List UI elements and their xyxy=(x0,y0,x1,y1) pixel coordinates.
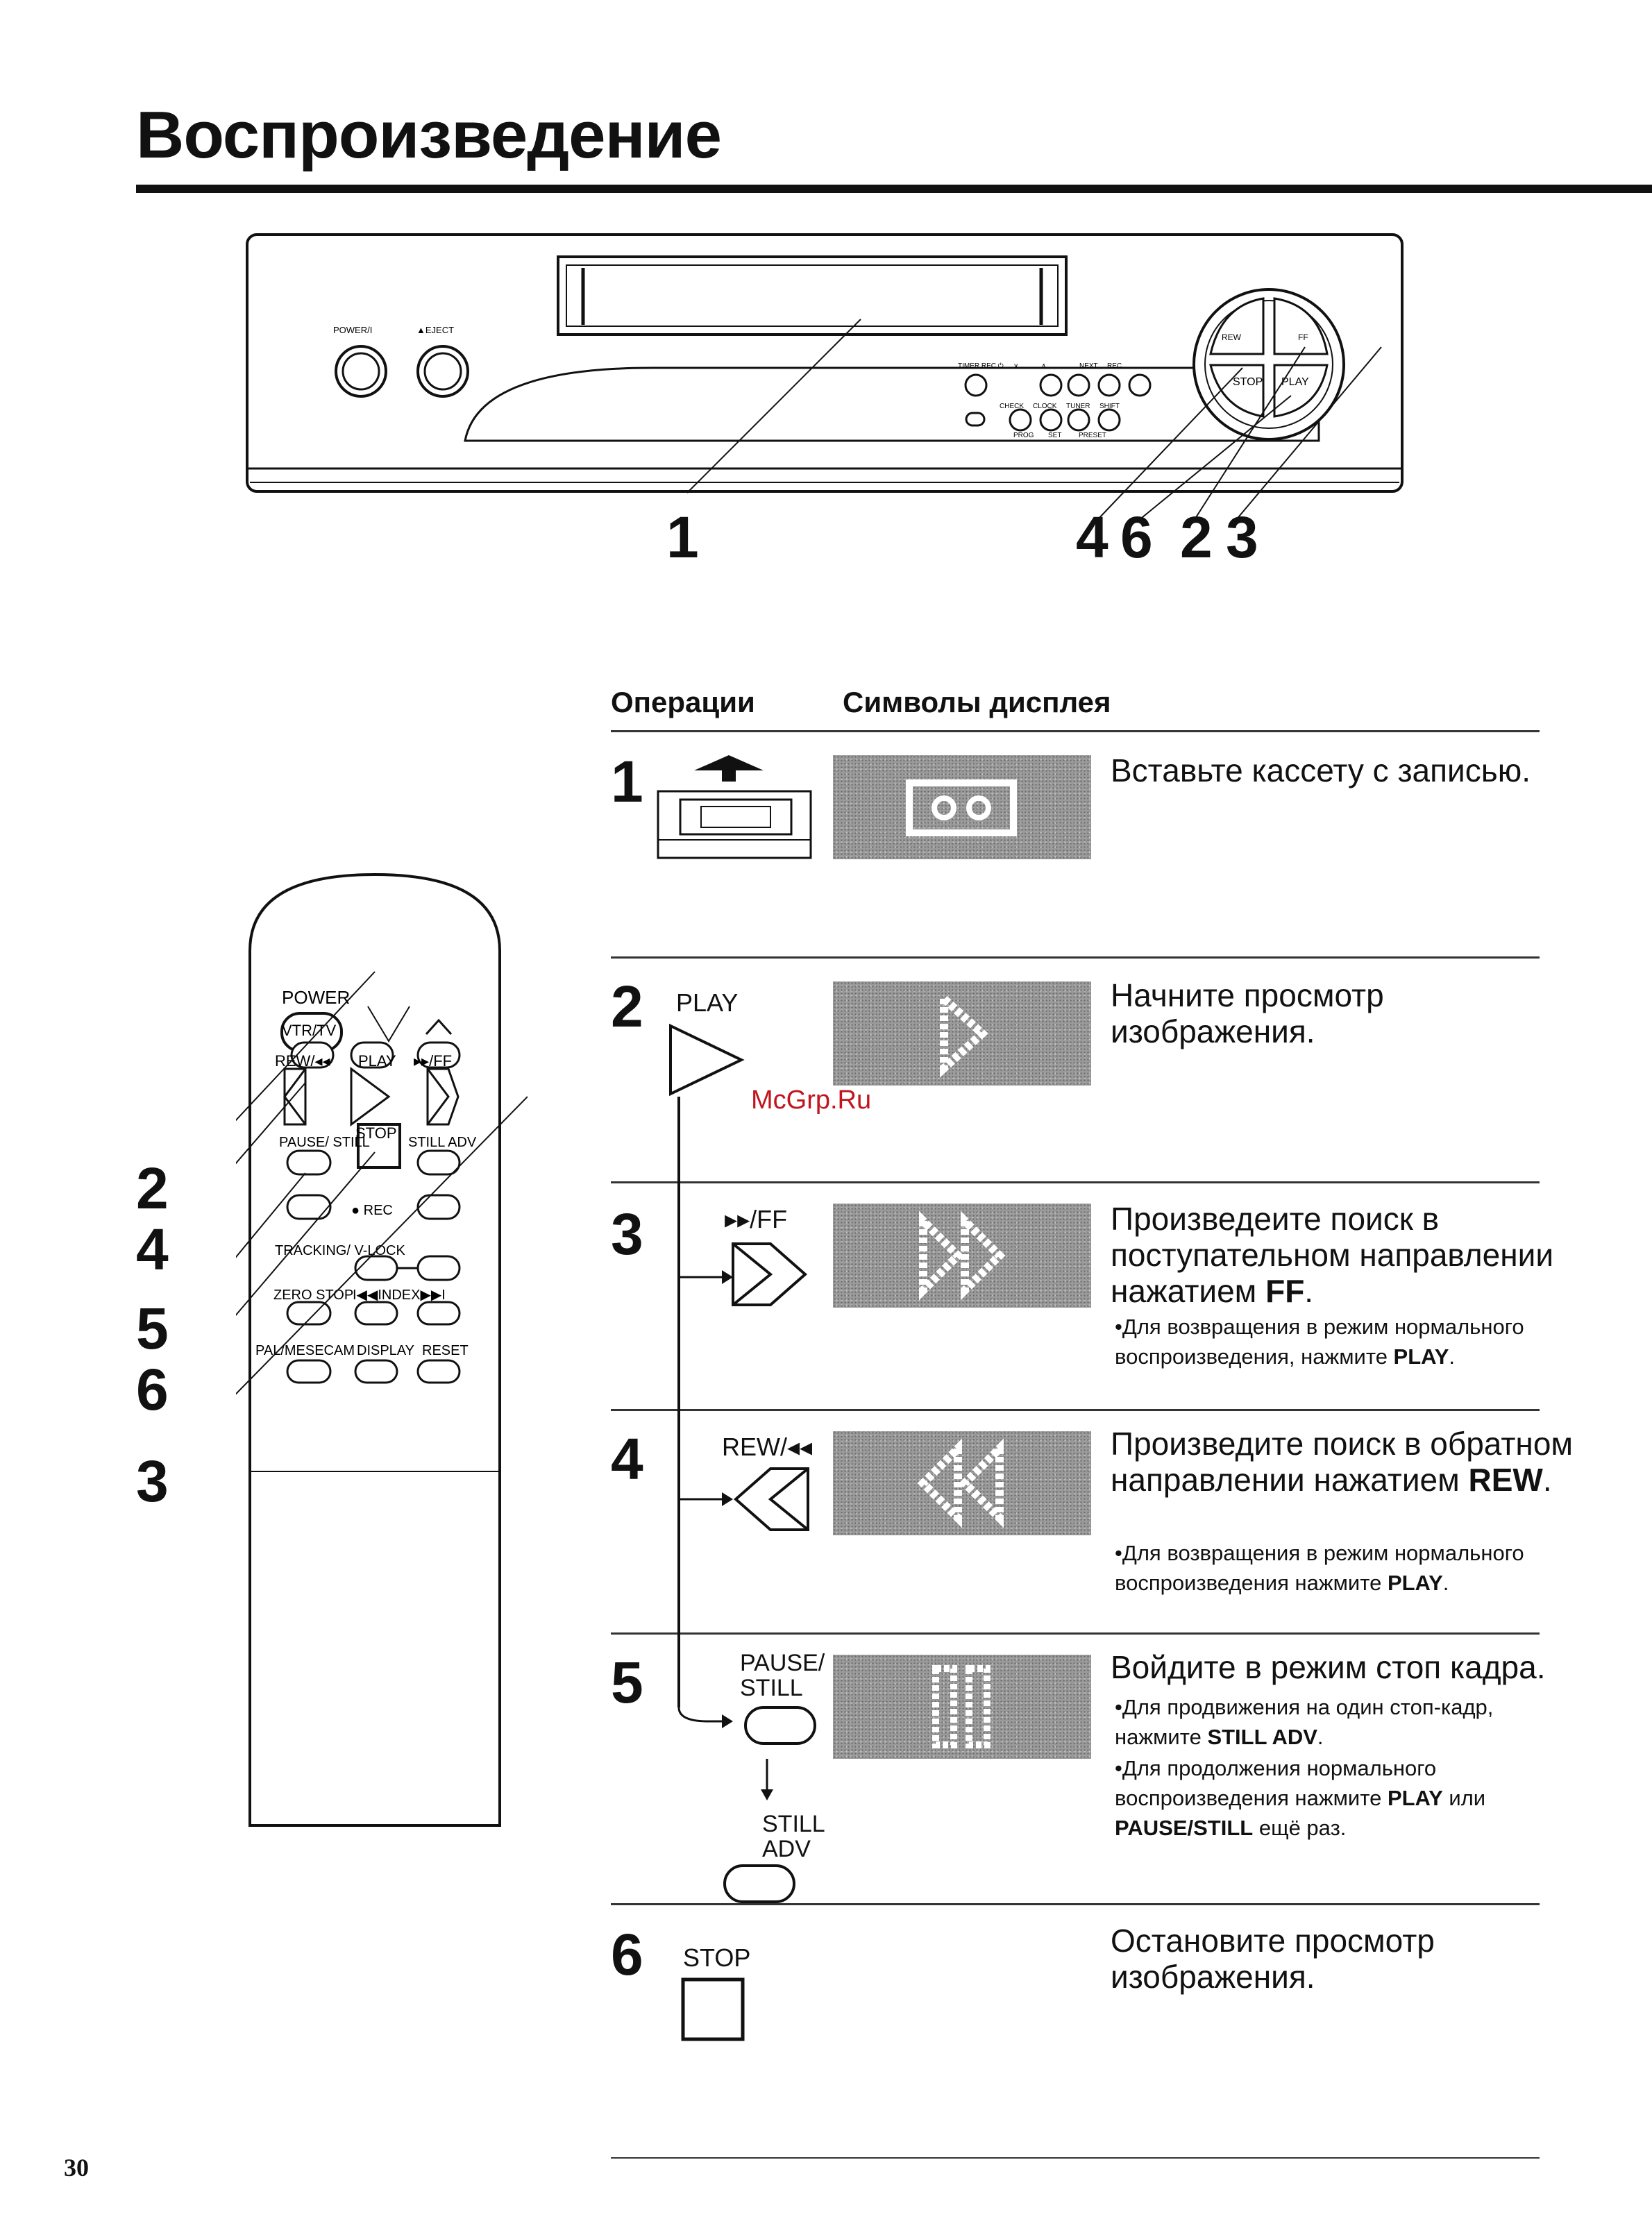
svg-text:REW: REW xyxy=(1222,332,1242,342)
svg-text:PLAY: PLAY xyxy=(358,1052,396,1070)
insert-cassette-icon xyxy=(657,755,812,859)
step-description: Произведеите поиск в поступательном напр… xyxy=(1111,1201,1554,1309)
step-note: •Для продвижения на один стоп-кадр, нажм… xyxy=(1115,1695,1494,1749)
flow-arrow xyxy=(677,1097,733,1728)
remote-callout-5: 5 xyxy=(136,1296,169,1361)
remote-callout-4: 4 xyxy=(136,1217,169,1282)
title-rule xyxy=(136,185,1652,193)
table-separator xyxy=(611,956,1540,959)
page-number: 30 xyxy=(64,2154,89,2181)
svg-text:FF: FF xyxy=(1298,332,1308,342)
vcr-front-panel: POWER/I ▲EJECT TIMER REC ⏻ ∨ ∧ NEXT REC … xyxy=(246,233,1404,521)
svg-text:TIMER REC ⏻: TIMER REC ⏻ xyxy=(958,362,1004,370)
step-description: Произведите поиск в обратном направлении… xyxy=(1111,1426,1574,1498)
table-separator xyxy=(611,730,1540,732)
svg-text:RESET: RESET xyxy=(422,1343,469,1358)
step-number: 1 xyxy=(611,749,643,814)
svg-text:PAUSE/ STILL: PAUSE/ STILL xyxy=(279,1135,370,1150)
svg-text:STILL ADV: STILL ADV xyxy=(408,1135,477,1150)
step-number: 6 xyxy=(611,1922,643,1987)
stop-button-label: STOP xyxy=(683,1943,751,1972)
vcr-callout-4: 4 xyxy=(1076,505,1109,570)
svg-text:PAL/MESECAM: PAL/MESECAM xyxy=(255,1343,355,1358)
step-note: •Для продолжения нормального воспроизвед… xyxy=(1115,1756,1486,1840)
header-operations: Операции xyxy=(611,686,755,718)
remote-callout-3: 3 xyxy=(136,1449,169,1514)
step-description: Остановите просмотр изображения. xyxy=(1111,1923,1435,1995)
table-separator xyxy=(611,1903,1540,1905)
svg-text:VTR/TV: VTR/TV xyxy=(282,1022,337,1039)
step-number: 5 xyxy=(611,1650,643,1715)
ff-button-label: ▸▸/FF xyxy=(725,1205,788,1233)
table-separator xyxy=(611,2157,1540,2159)
play-button-icon xyxy=(669,1023,745,1097)
svg-text:ZERO STOP: ZERO STOP xyxy=(273,1288,353,1303)
step-description: Войдите в режим стоп кадра. xyxy=(1111,1649,1546,1685)
ff-button-icon xyxy=(732,1242,808,1306)
svg-text:STOP: STOP xyxy=(355,1124,397,1142)
svg-text:● REC: ● REC xyxy=(351,1203,393,1218)
pause-still-button-icon xyxy=(744,1706,816,1745)
display-rew-symbol xyxy=(833,1431,1091,1535)
svg-text:POWER: POWER xyxy=(282,987,350,1008)
watermark: McGrp.Ru xyxy=(751,1086,872,1115)
table-separator xyxy=(611,1632,1540,1635)
svg-text:STOP: STOP xyxy=(1233,376,1263,388)
remote-callout-6: 6 xyxy=(136,1357,169,1422)
svg-text:DISPLAY: DISPLAY xyxy=(357,1343,414,1358)
svg-text:SET: SET xyxy=(1048,432,1061,439)
vcr-callout-2: 2 xyxy=(1180,505,1213,570)
down-arrow-icon xyxy=(761,1759,773,1800)
step-description: Вставьте кассету с записью. xyxy=(1111,752,1531,788)
step-note: •Для возвращения в режим нормального вос… xyxy=(1115,1541,1524,1595)
display-cassette-symbol xyxy=(833,755,1091,859)
pause-still-button-label: PAUSE/ STILL xyxy=(740,1650,825,1701)
svg-text:TUNER: TUNER xyxy=(1066,403,1090,410)
svg-text:▸▸/FF: ▸▸/FF xyxy=(414,1052,452,1070)
stop-button-icon xyxy=(681,1977,745,2041)
header-display-symbols: Символы дисплея xyxy=(843,686,1111,718)
svg-text:I◀◀INDEX▶▶I: I◀◀INDEX▶▶I xyxy=(353,1288,446,1303)
still-adv-button-label: STILL ADV xyxy=(762,1811,825,1862)
display-pause-symbol xyxy=(833,1655,1091,1759)
remote-control: POWER VTR/TV REW/◂◂ PLAY ▸▸/FF PAUSE/ ST… xyxy=(236,872,528,1827)
svg-text:NEXT: NEXT xyxy=(1079,362,1098,370)
remote-callout-2: 2 xyxy=(136,1156,169,1221)
svg-text:CLOCK: CLOCK xyxy=(1033,403,1057,410)
eject-label: ▲EJECT xyxy=(416,325,454,335)
svg-text:∧: ∧ xyxy=(1041,362,1046,370)
rew-button-icon xyxy=(733,1467,809,1531)
svg-text:PRESET: PRESET xyxy=(1079,432,1106,439)
play-button-label: PLAY xyxy=(676,988,739,1017)
vcr-callout-1: 1 xyxy=(666,505,699,570)
rew-button-label: REW/◂◂ xyxy=(722,1433,813,1461)
vcr-callout-6: 6 xyxy=(1120,505,1153,570)
svg-text:CHECK: CHECK xyxy=(1000,403,1024,410)
svg-text:REW/◂◂: REW/◂◂ xyxy=(275,1052,330,1070)
step-number: 3 xyxy=(611,1201,643,1267)
table-separator xyxy=(611,1181,1540,1183)
svg-text:∨: ∨ xyxy=(1013,362,1018,370)
svg-text:SHIFT: SHIFT xyxy=(1099,403,1120,410)
vcr-callout-3: 3 xyxy=(1226,505,1258,570)
page-title: Воспроизведение xyxy=(136,98,722,172)
svg-text:REC: REC xyxy=(1107,362,1122,370)
power-label: POWER/I xyxy=(333,325,372,335)
step-number: 2 xyxy=(611,974,643,1039)
table-separator xyxy=(611,1409,1540,1411)
display-ff-symbol xyxy=(833,1204,1091,1308)
step-note: •Для возвращения в режим нормального вос… xyxy=(1115,1315,1524,1369)
step-number: 4 xyxy=(611,1426,643,1492)
step-description: Начните просмотр изображения. xyxy=(1111,977,1384,1049)
display-play-symbol xyxy=(833,981,1091,1086)
svg-text:PROG: PROG xyxy=(1013,432,1034,439)
still-adv-button-icon xyxy=(723,1864,795,1903)
svg-text:PLAY: PLAY xyxy=(1281,376,1309,388)
